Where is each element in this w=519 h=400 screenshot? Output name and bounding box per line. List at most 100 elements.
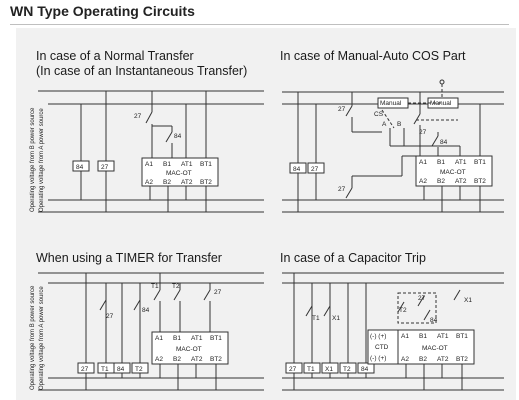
mac-at1: AT1 — [191, 335, 203, 342]
manual-auto-diagram: 84 27 27 CS A B Manual Manual 27 84 A1 B… — [282, 79, 504, 213]
mac-name: MAC-OT — [166, 170, 192, 177]
voltage-label-b: Operating voltage from B power source — [30, 107, 36, 212]
title-divider — [10, 24, 509, 25]
mac-b2: B2 — [163, 179, 171, 186]
normal-transfer-caption-line1: In case of a Normal Transfer — [36, 49, 194, 63]
mac-a1: A1 — [419, 159, 427, 166]
cs-label: CS — [374, 111, 384, 118]
contact-27-switch — [145, 111, 153, 124]
relay-27-coil — [307, 162, 325, 174]
mac-a1: A1 — [155, 335, 163, 342]
contact-84-switch — [431, 135, 439, 147]
contact-27c-switch — [345, 187, 353, 199]
contact-t2-label: T2 — [399, 307, 407, 314]
contact-x1b-switch — [453, 289, 461, 301]
mac-at2: AT2 — [191, 356, 203, 363]
relay-84-label: 84 — [361, 366, 369, 373]
mac-name: MAC-OT — [422, 345, 448, 352]
voltage-label-a: Operating voltage from A power source — [39, 108, 45, 212]
relay-t2-coil — [131, 362, 149, 374]
ctd-name: CTD — [375, 344, 389, 351]
normal-transfer-diagram: Operating voltage from B power source Op… — [30, 90, 264, 213]
relay-27-coil — [77, 362, 95, 374]
relay-84-coil — [72, 160, 90, 172]
mac-ot-box — [415, 155, 493, 187]
relay-84-coil — [357, 362, 375, 374]
contact-t1-label: T1 — [151, 283, 159, 290]
contact-27b-switch — [413, 113, 421, 125]
mac-name: MAC-OT — [440, 169, 466, 176]
relay-84-coil — [113, 362, 131, 374]
mac-bt2: BT2 — [200, 179, 212, 186]
contact-84-switch — [423, 309, 431, 321]
relay-27-coil — [97, 160, 115, 172]
relay-t2-label: T2 — [343, 366, 351, 373]
mac-name: MAC-OT — [176, 346, 202, 353]
cs-a-label: A — [382, 121, 387, 128]
mac-at2: AT2 — [455, 178, 467, 185]
relay-27-label: 27 — [81, 366, 89, 373]
contact-27a-label: 27 — [338, 106, 346, 113]
mac-bt2: BT2 — [474, 178, 486, 185]
mac-at2: AT2 — [181, 179, 193, 186]
relay-t2-label: T2 — [135, 366, 143, 373]
mac-a2: A2 — [145, 179, 153, 186]
contact-x1-label: X1 — [332, 315, 340, 322]
mac-ot-box — [397, 329, 475, 365]
mac-bt1: BT1 — [200, 161, 212, 168]
contact-27-switch — [417, 295, 425, 307]
contact-84-label: 84 — [440, 139, 448, 146]
mac-bt2: BT2 — [456, 356, 468, 363]
relay-27-label: 27 — [289, 366, 297, 373]
mac-b1: B1 — [437, 159, 445, 166]
mac-at1: AT1 — [437, 333, 449, 340]
manual-auto-caption: In case of Manual-Auto COS Part — [280, 49, 466, 63]
mac-a2: A2 — [401, 356, 409, 363]
cs-b-label: B — [397, 121, 401, 128]
timer-caption: When using a TIMER for Transfer — [36, 251, 222, 265]
contact-t2-switch — [173, 289, 181, 301]
contact-27-label: 27 — [106, 313, 114, 320]
mac-b1: B1 — [163, 161, 171, 168]
contact-84-switch — [165, 131, 173, 143]
contact-x1b-label: X1 — [464, 297, 472, 304]
mac-at2: AT2 — [437, 356, 449, 363]
mac-bt2: BT2 — [210, 356, 222, 363]
relay-84-label: 84 — [293, 166, 301, 173]
contact-t1-label: T1 — [312, 315, 320, 322]
contact-84-label: 84 — [174, 133, 182, 140]
contact-x1-switch — [323, 305, 331, 317]
timer-diagram: Operating voltage from B power source Op… — [30, 272, 264, 391]
mac-a2: A2 — [419, 178, 427, 185]
contact-27-label: 27 — [418, 295, 426, 302]
relay-x1-coil — [321, 362, 339, 374]
mac-ot-box — [151, 331, 229, 365]
ctd-top: (-) (+) — [370, 333, 386, 340]
voltage-label-b: Operating voltage from B power source — [30, 285, 36, 390]
contact-t1-switch — [153, 289, 161, 301]
relay-84-coil — [289, 162, 307, 174]
mac-a1: A1 — [401, 333, 409, 340]
contact-27b-switch — [203, 289, 211, 301]
contact-t2-label: T2 — [172, 283, 180, 290]
relay-x1-label: X1 — [325, 366, 333, 373]
mac-b2: B2 — [419, 356, 427, 363]
mac-b2: B2 — [437, 178, 445, 185]
capacitor-caption: In case of a Capacitor Trip — [280, 251, 426, 265]
relay-27-label: 27 — [101, 164, 109, 171]
relay-84-label: 84 — [76, 164, 84, 171]
capacitor-diagram: 27 T1 X1 T2 84 T1 X1 (-) (+) CTD (-) (+)… — [282, 272, 504, 391]
mac-bt1: BT1 — [474, 159, 486, 166]
relay-t2-coil — [339, 362, 357, 374]
contact-t2-switch — [397, 301, 405, 313]
mac-a1: A1 — [145, 161, 153, 168]
mac-bt1: BT1 — [456, 333, 468, 340]
contact-t1-switch — [305, 305, 313, 317]
normal-transfer-caption: In case of a Normal Transfer (In case of… — [36, 49, 247, 79]
relay-t1-label: T1 — [307, 366, 315, 373]
page-title: WN Type Operating Circuits — [10, 3, 195, 19]
mac-b1: B1 — [419, 333, 427, 340]
manual-1-label: Manual — [380, 100, 402, 107]
mac-b1: B1 — [173, 335, 181, 342]
relay-t1-label: T1 — [101, 366, 109, 373]
